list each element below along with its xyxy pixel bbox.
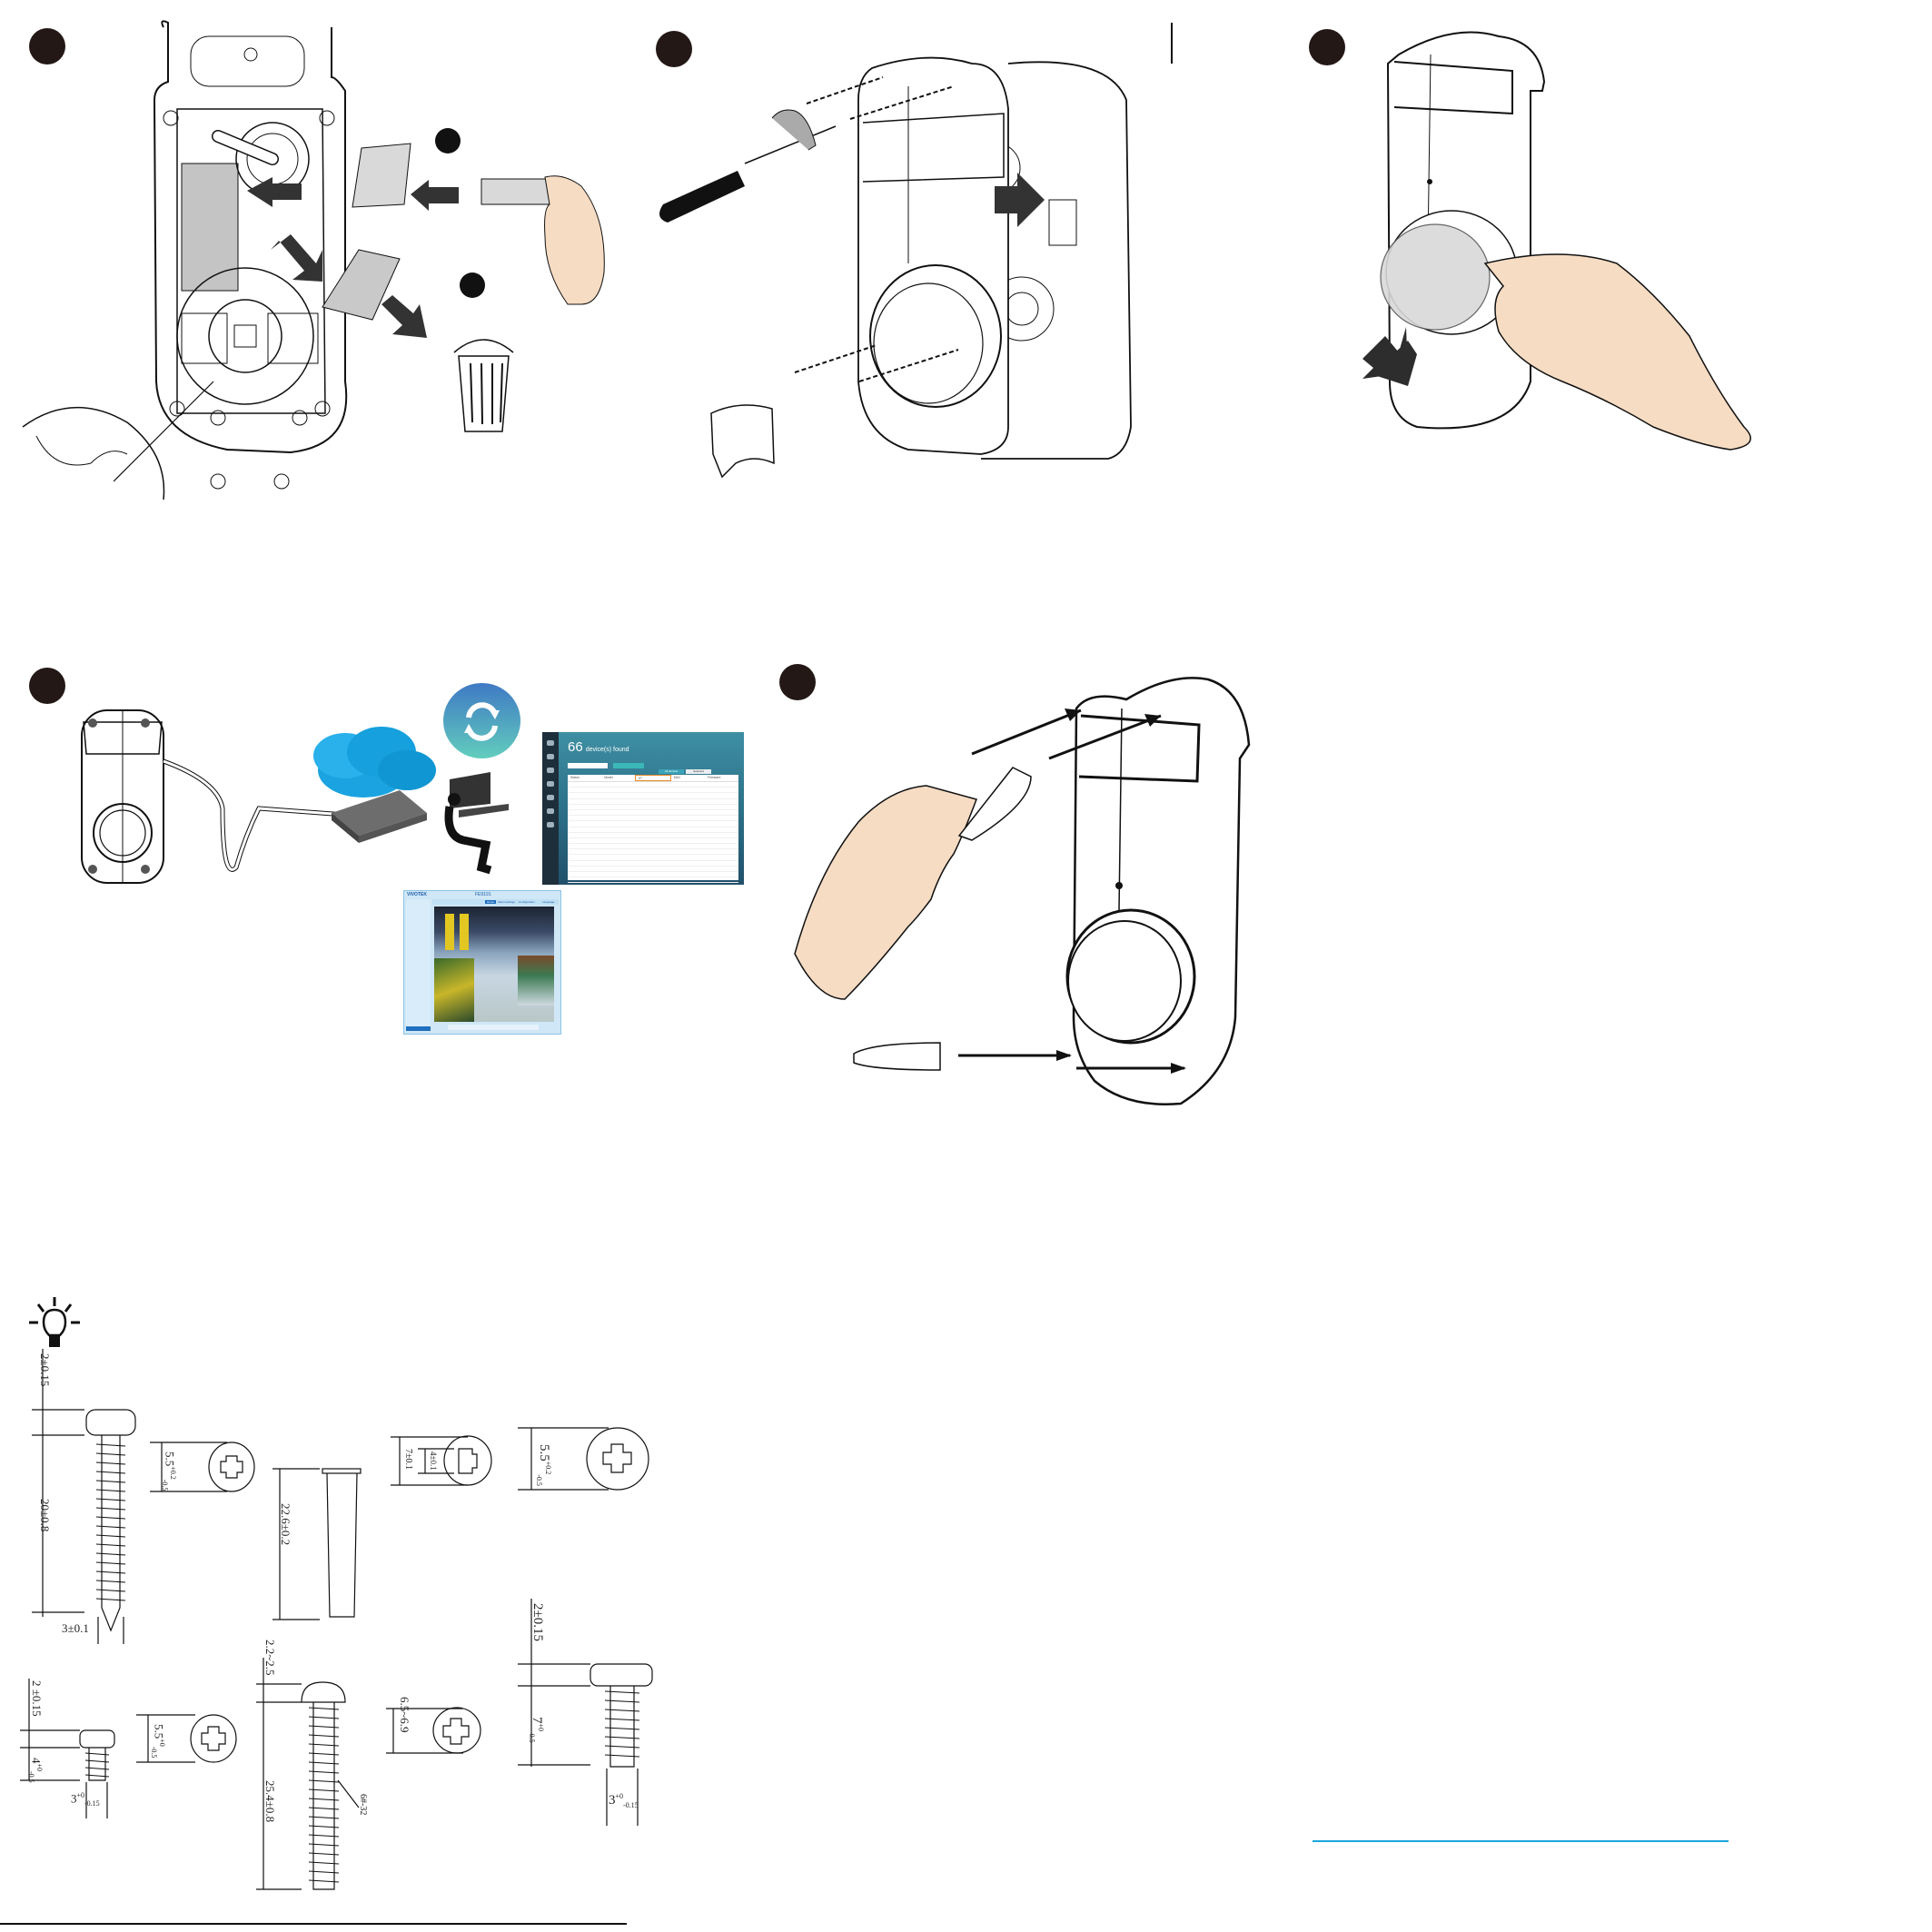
table-row[interactable] bbox=[568, 833, 738, 838]
table-row[interactable] bbox=[568, 821, 738, 827]
tab-client-settings[interactable]: Client settings bbox=[498, 900, 515, 904]
peel-lens-film-illustration bbox=[1362, 31, 1752, 451]
dim-screw-e-head-height: 2±0.15 bbox=[530, 1603, 545, 1641]
dim-screw-d-thread: 6#-32 bbox=[358, 1794, 368, 1816]
web-ui-tabs: Home Client settings Configuration Langu… bbox=[432, 899, 559, 905]
vms-search-input[interactable] bbox=[568, 763, 608, 768]
table-row[interactable] bbox=[568, 816, 738, 822]
column-firmware[interactable]: Firmware bbox=[707, 776, 721, 779]
table-row[interactable] bbox=[568, 827, 738, 833]
dim-screw-d-head-diameter: 6.5~6.9 bbox=[398, 1697, 411, 1733]
dim-screw-a-head-height: 2±0.15 bbox=[38, 1353, 52, 1387]
sync-app-icon bbox=[443, 683, 520, 758]
dim-screw-a-head-diameter: 5.5+0.2-0.5 bbox=[161, 1451, 177, 1491]
dim-screw-e-diameter: 3+0-0.15 bbox=[609, 1792, 639, 1809]
dim-screw-e-length: 7+0-0.5 bbox=[528, 1717, 545, 1743]
table-row[interactable] bbox=[568, 844, 738, 850]
table-row[interactable] bbox=[568, 788, 738, 794]
table-header: Status Model IP MAC Firmware bbox=[568, 775, 738, 782]
table-row[interactable] bbox=[568, 805, 738, 810]
tab-configuration[interactable]: Configuration bbox=[519, 900, 535, 904]
dim-screw-c-head-height: 2 ±0.15 bbox=[30, 1680, 44, 1717]
step-5-marker bbox=[779, 664, 816, 700]
table-row[interactable] bbox=[568, 861, 738, 867]
step-3-marker bbox=[1309, 29, 1345, 65]
step-2-marker bbox=[656, 31, 692, 67]
table-row[interactable] bbox=[568, 877, 738, 884]
cover-attach-illustration bbox=[659, 23, 1173, 479]
table-row[interactable] bbox=[568, 849, 738, 856]
insert-plugs-illustration bbox=[794, 677, 1251, 1105]
dim-screw-b-head-diameter: 5.5+0.2-0.5 bbox=[535, 1444, 552, 1486]
vms-search-button[interactable] bbox=[613, 763, 644, 768]
table-row[interactable] bbox=[568, 799, 738, 805]
dim-anchor-outer: 7±0.1 bbox=[403, 1449, 413, 1470]
step-1a-marker bbox=[435, 128, 461, 154]
dim-screw-a-diameter: 3±0.1 bbox=[62, 1621, 89, 1635]
table-row[interactable] bbox=[568, 838, 738, 845]
dim-screw-a-length: 20±0.8 bbox=[38, 1499, 52, 1532]
tab-language[interactable]: Language bbox=[542, 900, 555, 904]
tab-all-devices[interactable]: All devices bbox=[659, 769, 684, 774]
table-row[interactable] bbox=[568, 810, 738, 817]
dim-anchor-length: 22.6±0.2 bbox=[279, 1503, 292, 1546]
dim-anchor-inner: 4±0.1 bbox=[429, 1451, 438, 1471]
vms-device-table: Status Model IP MAC Firmware bbox=[568, 775, 738, 884]
table-row[interactable] bbox=[568, 793, 738, 799]
dim-screw-c-head-diameter: 5.5+0-0.5 bbox=[150, 1724, 166, 1759]
screw-spec-drawings bbox=[0, 1349, 653, 1925]
column-model[interactable]: Model bbox=[604, 776, 613, 779]
dim-screw-c-diameter: 3+0-0.15 bbox=[71, 1791, 100, 1808]
table-row[interactable] bbox=[568, 855, 738, 861]
video-control-toolbar[interactable] bbox=[448, 1025, 539, 1030]
network-diagram bbox=[81, 709, 509, 884]
live-video-view[interactable] bbox=[434, 907, 554, 1022]
accent-divider bbox=[1313, 1840, 1729, 1842]
camera-base-open-illustration bbox=[22, 20, 605, 500]
lightbulb-icon bbox=[29, 1297, 80, 1347]
device-count-number: 66 bbox=[568, 739, 583, 755]
vivotek-logo: VIVOTEK bbox=[407, 892, 427, 897]
column-ip[interactable]: IP bbox=[635, 775, 671, 781]
dim-screw-d-head-height: 2.2~2.5 bbox=[263, 1640, 277, 1676]
tab-selected[interactable]: Selected bbox=[686, 769, 711, 774]
table-row[interactable] bbox=[568, 782, 738, 788]
camera-web-ui: VIVOTEK FE9191 Home Client settings Conf… bbox=[403, 890, 561, 1035]
step-4-marker bbox=[29, 668, 65, 704]
tab-home[interactable]: Home bbox=[485, 900, 497, 904]
dim-screw-d-length: 25.4±0.8 bbox=[263, 1780, 277, 1823]
step-1b-marker bbox=[460, 272, 485, 298]
column-mac[interactable]: MAC bbox=[673, 776, 681, 779]
web-ui-control-panel bbox=[406, 899, 431, 1031]
column-status[interactable]: Status bbox=[570, 776, 580, 779]
device-count-label: device(s) found bbox=[585, 747, 629, 753]
table-row[interactable] bbox=[568, 872, 738, 878]
dim-screw-c-length: 4+0-0.5 bbox=[27, 1758, 44, 1783]
step-1-marker bbox=[29, 28, 65, 64]
vms-sidebar bbox=[542, 732, 559, 885]
web-ui-title: FE9191 bbox=[475, 892, 491, 897]
table-row[interactable] bbox=[568, 867, 738, 872]
